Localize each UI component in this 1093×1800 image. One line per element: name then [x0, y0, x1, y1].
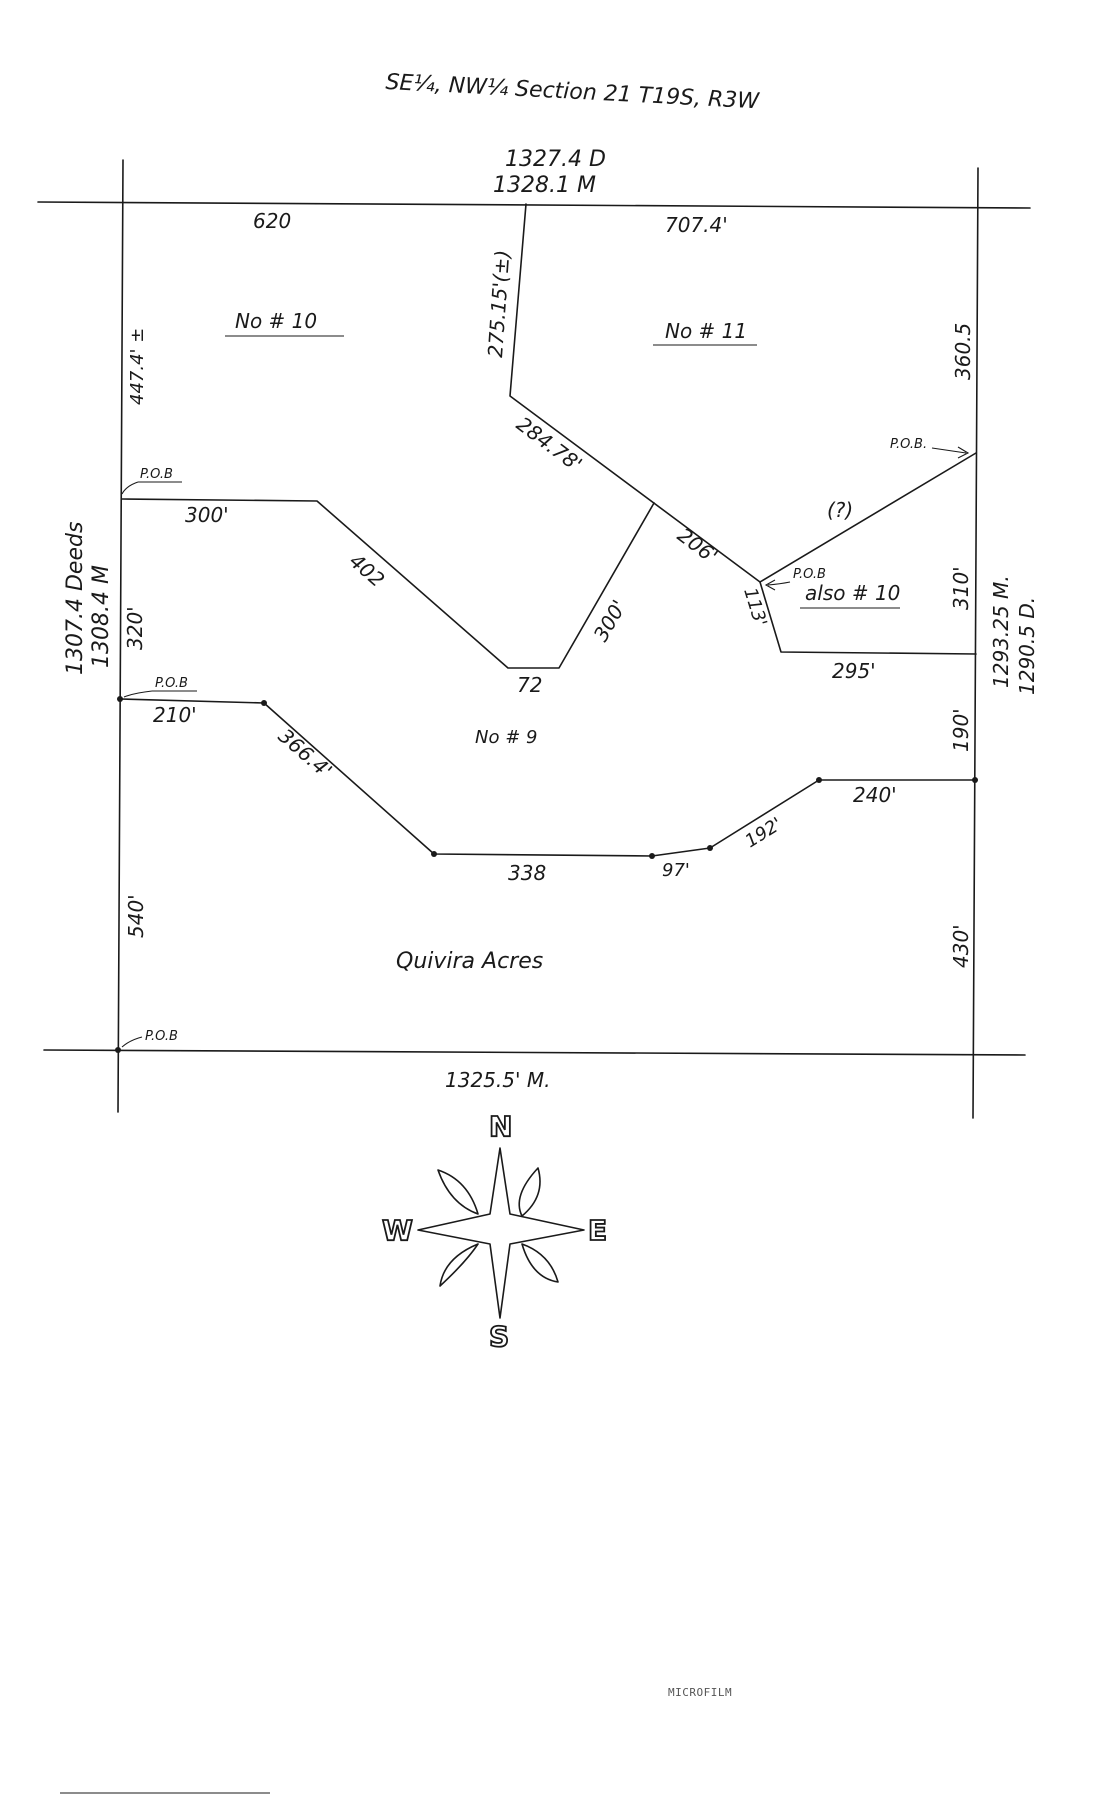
- compass-west-letter: W: [382, 1214, 413, 1247]
- dimension-310: 310': [949, 566, 973, 610]
- pob-marker-southwest: P.O.B: [121, 1029, 178, 1048]
- pob-marker-west-upper: P.O.B: [121, 467, 182, 495]
- pob-label: P.O.B: [140, 467, 173, 482]
- dimension-320: 320': [123, 606, 147, 650]
- compass-petal-se-icon: [521, 1243, 559, 1283]
- dimension-707-4: 707.4': [665, 213, 728, 237]
- pob-label: P.O.B: [145, 1029, 178, 1044]
- compass-petal-sw-icon: [439, 1243, 479, 1287]
- tract-line-no11-west: [509, 203, 761, 583]
- tract-line-also10: [759, 581, 977, 655]
- compass-petal-ne-icon: [518, 1167, 541, 1217]
- tract-label-no11: No # 11: [665, 319, 747, 343]
- dimension-300-west: 300': [185, 503, 229, 527]
- survey-point: [431, 851, 437, 857]
- pob-leader: [121, 481, 182, 495]
- west-deeds-label: 1307.4 Deeds: [63, 522, 88, 675]
- east-deed-label: 1290.5 D.: [1015, 597, 1039, 695]
- pob-leader: [931, 446, 970, 459]
- pob-leader: [123, 690, 197, 698]
- tract-lines: [119, 203, 977, 857]
- dimension-540: 540': [124, 894, 148, 938]
- pob-label: P.O.B.: [890, 437, 927, 452]
- dimension-97: 97': [662, 860, 690, 881]
- compass-petal-nw-icon: [437, 1169, 479, 1215]
- survey-points: [115, 696, 978, 1053]
- tract-line-no10-south: [121, 498, 655, 669]
- dimension-360-5: 360.5: [951, 323, 975, 380]
- dimension-447-4: 447.4' ±: [127, 328, 148, 405]
- west-boundary-line: [117, 159, 124, 1113]
- survey-point: [707, 845, 713, 851]
- dimension-210: 210': [153, 703, 197, 727]
- tract-line-no9-south: [119, 698, 976, 857]
- north-boundary-line: [37, 201, 1031, 209]
- pob-leader: [764, 579, 791, 591]
- south-measured-label: 1325.5' M.: [445, 1068, 550, 1092]
- tract-label-no9: No # 9: [475, 727, 537, 748]
- pob-marker-west-middle: P.O.B: [123, 676, 197, 698]
- survey-point: [261, 700, 267, 706]
- tract-label-also10: also # 10: [805, 581, 900, 605]
- dimension-295: 295': [832, 659, 876, 683]
- dimension-620: 620: [253, 209, 291, 233]
- pob-marker-east: P.O.B.: [890, 437, 970, 459]
- survey-point: [115, 1047, 121, 1053]
- survey-point: [117, 696, 123, 702]
- compass-north-letter: N: [489, 1110, 512, 1143]
- pob-label: P.O.B: [155, 676, 188, 691]
- tract-label-quivira-acres: Quivira Acres: [396, 949, 543, 974]
- compass-star-icon: [417, 1147, 585, 1319]
- pob-marker-center: P.O.B: [764, 567, 826, 591]
- tract-label-no10: No # 10: [235, 309, 317, 333]
- survey-point: [816, 777, 822, 783]
- dimension-430: 430': [949, 924, 973, 968]
- east-boundary-line: [972, 167, 979, 1119]
- dimension-192: 192': [742, 814, 786, 853]
- north-measured-label: 1328.1 M: [493, 173, 596, 198]
- survey-point: [649, 853, 655, 859]
- dimension-338: 338: [508, 861, 546, 885]
- pob-leader: [121, 1036, 143, 1048]
- east-measured-label: 1293.25 M.: [989, 575, 1013, 688]
- tract-line-question: [759, 452, 977, 583]
- dimension-question: (?): [827, 498, 853, 522]
- dimension-402: 402: [345, 549, 390, 592]
- dimension-113: 113': [739, 585, 771, 629]
- pob-label: P.O.B: [793, 567, 826, 582]
- microfilm-stamp: MICROFILM: [668, 1686, 732, 1699]
- dimension-366-4: 366.4': [274, 724, 337, 783]
- dimension-240: 240': [853, 783, 897, 807]
- compass-east-letter: E: [588, 1214, 607, 1247]
- compass-south-letter: S: [489, 1320, 509, 1353]
- dimension-300-diag: 300': [589, 596, 632, 646]
- north-deed-label: 1327.4 D: [505, 147, 606, 172]
- compass-rose: N S E W: [381, 1109, 608, 1354]
- dimension-206: 206': [673, 523, 722, 568]
- dimension-190: 190': [949, 708, 973, 752]
- survey-point: [972, 777, 978, 783]
- dimension-275-15: 275.15'(±): [483, 249, 514, 358]
- plat-title: SE¼, NW¼ Section 21 T19S, R3W: [385, 70, 761, 115]
- section-boundary: [37, 159, 1031, 1119]
- west-measured-label: 1308.4 M: [89, 565, 114, 668]
- dimension-72: 72: [517, 673, 542, 697]
- south-boundary-line: [43, 1049, 1026, 1056]
